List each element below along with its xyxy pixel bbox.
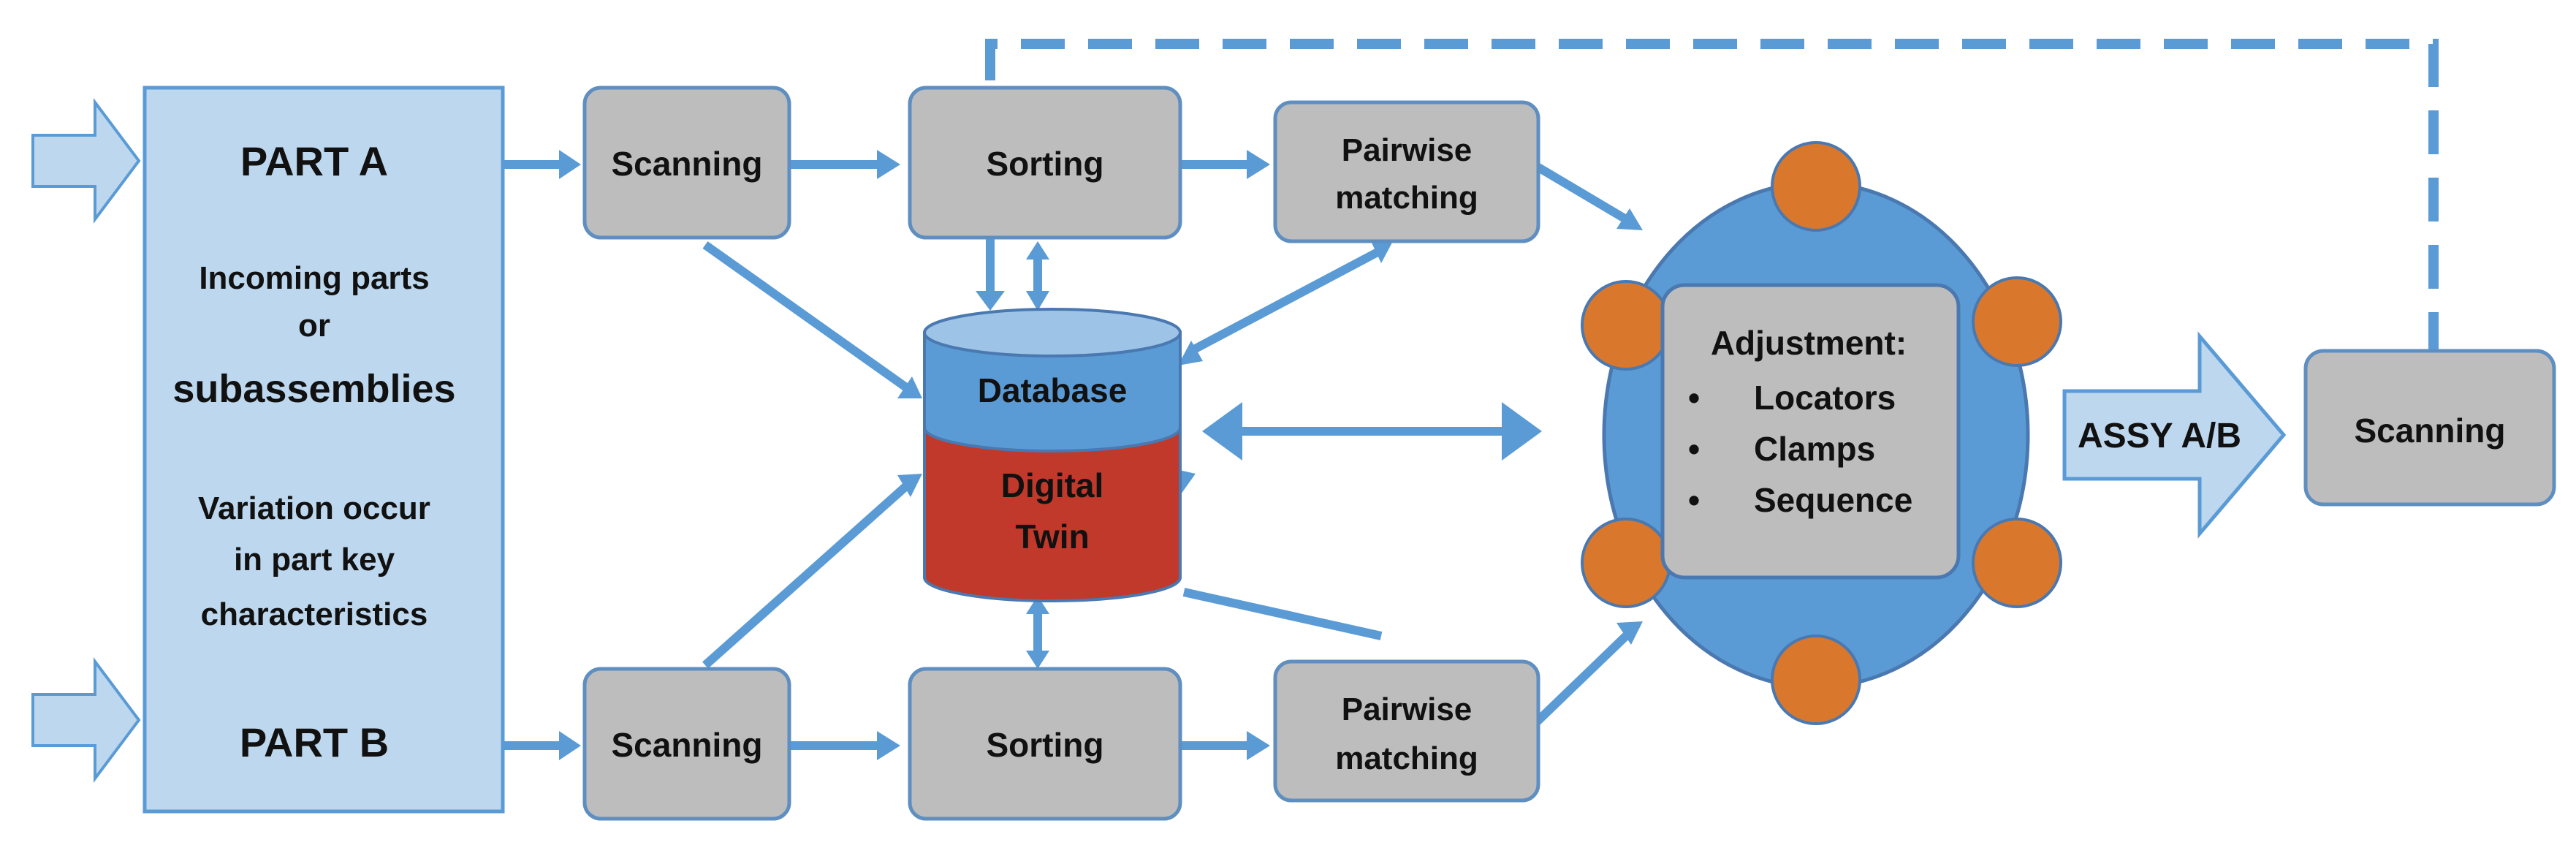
clamp-bottom — [1771, 635, 1861, 725]
flow-arrows — [504, 160, 1250, 750]
incoming-arrow-part-b — [31, 657, 141, 783]
incoming-arrow-part-a — [31, 98, 141, 224]
clamp-upper-left — [1581, 280, 1671, 371]
assy-label: ASSY A/B — [2078, 417, 2241, 455]
scanning-label-final: Scanning — [2354, 412, 2505, 450]
adjustment-box — [1660, 283, 1961, 580]
pairwise-label-top-1: Pairwise — [1342, 132, 1473, 168]
flow-arrowheads — [559, 150, 1270, 760]
variation-text-2: in part key — [234, 542, 395, 577]
bullet-locators: • — [1688, 379, 1700, 417]
assy-output-arrow — [2062, 331, 2287, 539]
scanning-box-final — [2303, 349, 2556, 507]
database-top — [923, 308, 1182, 357]
part-a-label: PART A — [240, 138, 388, 184]
incoming-parts-text: Incoming parts — [199, 260, 429, 296]
incoming-or-text: or — [298, 308, 330, 344]
digital-twin-label-2: Twin — [1015, 518, 1089, 556]
clamp-upper-right — [1972, 276, 2062, 367]
adjustment-item-clamps: Clamps — [1754, 430, 1875, 468]
part-b-label: PART B — [240, 719, 389, 765]
subassemblies-text: subassemblies — [172, 367, 455, 411]
clamp-top — [1771, 141, 1861, 232]
database-band — [923, 331, 1182, 452]
sorting-label-top: Sorting — [987, 145, 1104, 183]
feedback-dashed-line — [985, 39, 2439, 351]
digital-twin-body — [923, 423, 1182, 602]
pairwise-box-top — [1273, 100, 1540, 243]
clamp-lower-left — [1581, 518, 1671, 608]
scanning-box-top — [582, 86, 791, 240]
sorting-label-bottom: Sorting — [987, 726, 1104, 764]
database-label: Database — [978, 371, 1128, 409]
variation-text-3: characteristics — [201, 596, 428, 632]
scanning-label-top: Scanning — [611, 145, 762, 183]
variation-text-1: Variation occur — [198, 491, 430, 526]
incoming-parts-panel — [143, 86, 505, 814]
digital-twin-label-1: Digital — [1001, 466, 1104, 504]
scanning-box-bottom — [582, 667, 791, 821]
sorting-box-top — [908, 86, 1182, 240]
adjustment-item-locators: Locators — [1754, 379, 1896, 417]
adjustment-title: Adjustment: — [1711, 324, 1907, 362]
bullet-clamps: • — [1688, 430, 1700, 468]
pairwise-label-bottom-2: matching — [1335, 741, 1478, 776]
database-cylinder: Database Digital Twin — [923, 308, 1182, 602]
pairwise-label-bottom-1: Pairwise — [1342, 692, 1473, 727]
clamp-lower-right — [1972, 518, 2062, 608]
database-links — [702, 156, 1630, 735]
sorting-box-bottom — [908, 667, 1182, 821]
pairwise-label-top-2: matching — [1335, 180, 1478, 216]
scanning-label-bottom: Scanning — [611, 726, 762, 764]
bullet-sequence: • — [1688, 481, 1700, 519]
pairwise-box-bottom — [1273, 659, 1540, 803]
clamp-circles — [1581, 141, 2062, 725]
adjustment-item-sequence: Sequence — [1754, 481, 1912, 519]
